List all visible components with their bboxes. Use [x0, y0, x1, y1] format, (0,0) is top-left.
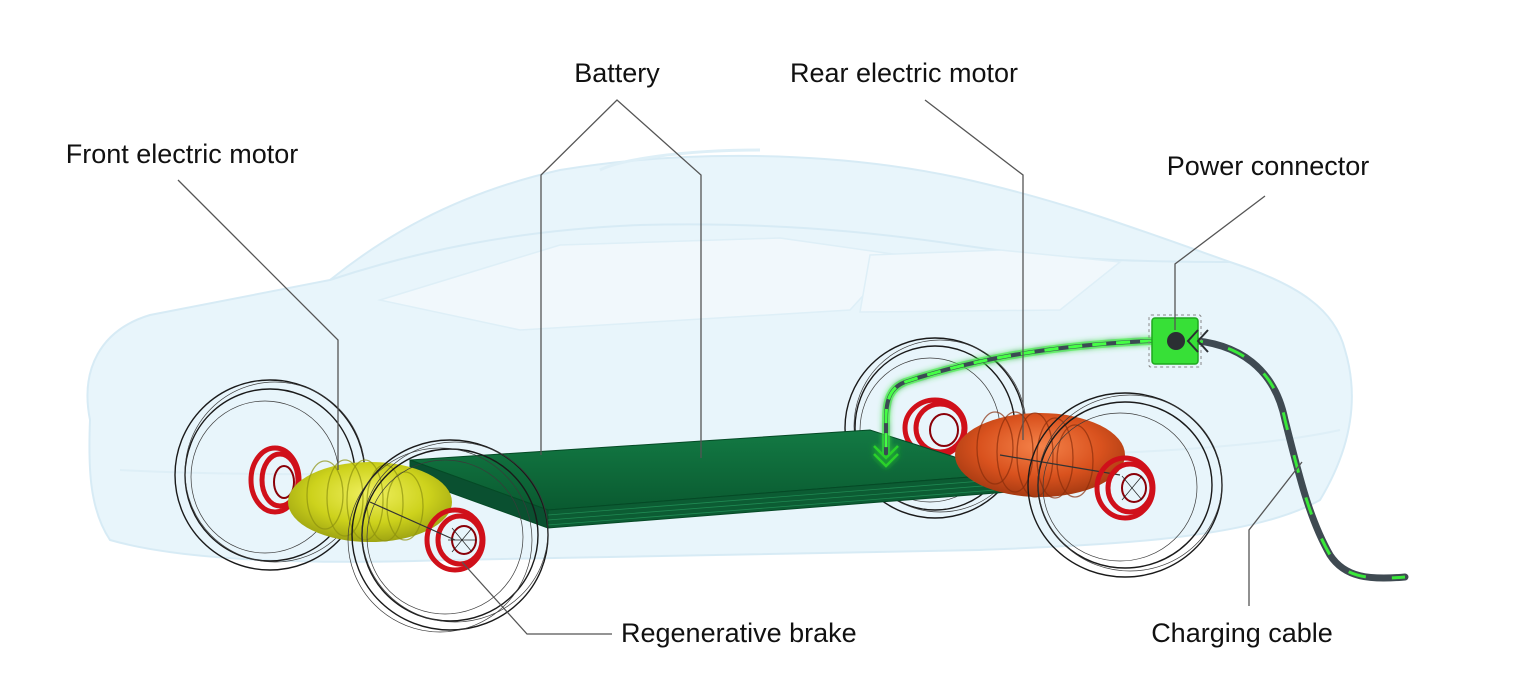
charging-cable-leader-line [1248, 461, 1303, 606]
charging-cable-label: Charging cable [1151, 618, 1333, 648]
energy-flow-line [873, 336, 1179, 468]
rear-electric-motor-label: Rear electric motor [790, 58, 1018, 88]
rear-right-brake [1094, 455, 1156, 521]
front-left-brake [248, 445, 302, 515]
rear-right-wheel [1027, 392, 1223, 578]
battery-leader-line [540, 99, 702, 458]
front-electric-motor-label: Front electric motor [66, 139, 299, 169]
power-connector-leader-line [1174, 195, 1266, 330]
battery-pack [409, 429, 1009, 529]
power-connector [1148, 314, 1209, 368]
front-motor-leader-line [177, 179, 339, 470]
regenerative-brake-leader-line [461, 561, 612, 635]
rear-motor-leader-line [924, 99, 1024, 440]
front-right-brake [369, 501, 486, 573]
front-right-wheel [347, 439, 549, 633]
regenerative-brake-label: Regenerative brake [621, 618, 857, 648]
power-connector-label: Power connector [1167, 151, 1370, 181]
battery-label: Battery [574, 58, 660, 88]
charging-cable [1181, 336, 1409, 582]
